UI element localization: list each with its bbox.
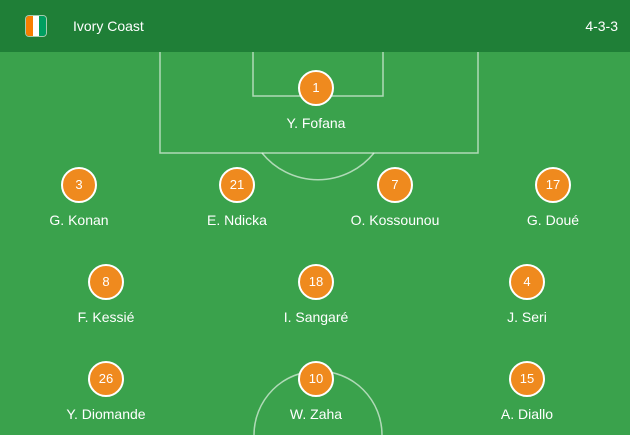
flag-stripe-green [39, 16, 46, 36]
player-name: W. Zaha [289, 406, 343, 422]
player-name: J. Seri [507, 309, 547, 325]
player-goalkeeper[interactable]: 1 Y. Fofana [246, 70, 386, 131]
player-forward[interactable]: 15 A. Diallo [457, 361, 597, 422]
player-defender[interactable]: 7 O. Kossounou [325, 167, 465, 228]
player-number-badge: 3 [61, 167, 97, 203]
penalty-arc [261, 152, 375, 181]
player-name: G. Konan [49, 212, 109, 228]
team-header: Ivory Coast 4-3-3 [0, 0, 630, 52]
player-number-badge: 7 [377, 167, 413, 203]
player-number-badge: 18 [298, 264, 334, 300]
player-midfielder[interactable]: 4 J. Seri [457, 264, 597, 325]
player-number-badge: 1 [298, 70, 334, 106]
player-name: I. Sangaré [283, 309, 349, 325]
player-forward[interactable]: 10 W. Zaha [246, 361, 386, 422]
player-number-badge: 21 [219, 167, 255, 203]
player-number-badge: 8 [88, 264, 124, 300]
player-name: Y. Fofana [286, 115, 346, 131]
flag-stripe-white [32, 16, 40, 36]
player-midfielder[interactable]: 8 F. Kessié [36, 264, 176, 325]
player-forward[interactable]: 26 Y. Diomande [36, 361, 176, 422]
player-name: E. Ndicka [207, 212, 267, 228]
player-number-badge: 17 [535, 167, 571, 203]
player-number-badge: 4 [509, 264, 545, 300]
player-name: F. Kessié [77, 309, 135, 325]
player-defender[interactable]: 3 G. Konan [9, 167, 149, 228]
team-name: Ivory Coast [73, 18, 144, 34]
player-defender[interactable]: 17 G. Doué [483, 167, 623, 228]
player-number-badge: 26 [88, 361, 124, 397]
player-number-badge: 15 [509, 361, 545, 397]
player-name: A. Diallo [500, 406, 554, 422]
player-defender[interactable]: 21 E. Ndicka [167, 167, 307, 228]
formation-label: 4-3-3 [585, 18, 618, 34]
player-name: G. Doué [526, 212, 580, 228]
flag-stripe-orange [26, 16, 33, 36]
player-number-badge: 10 [298, 361, 334, 397]
player-name: O. Kossounou [350, 212, 440, 228]
player-midfielder[interactable]: 18 I. Sangaré [246, 264, 386, 325]
player-name: Y. Diomande [66, 406, 146, 422]
team-flag-icon [26, 16, 46, 36]
